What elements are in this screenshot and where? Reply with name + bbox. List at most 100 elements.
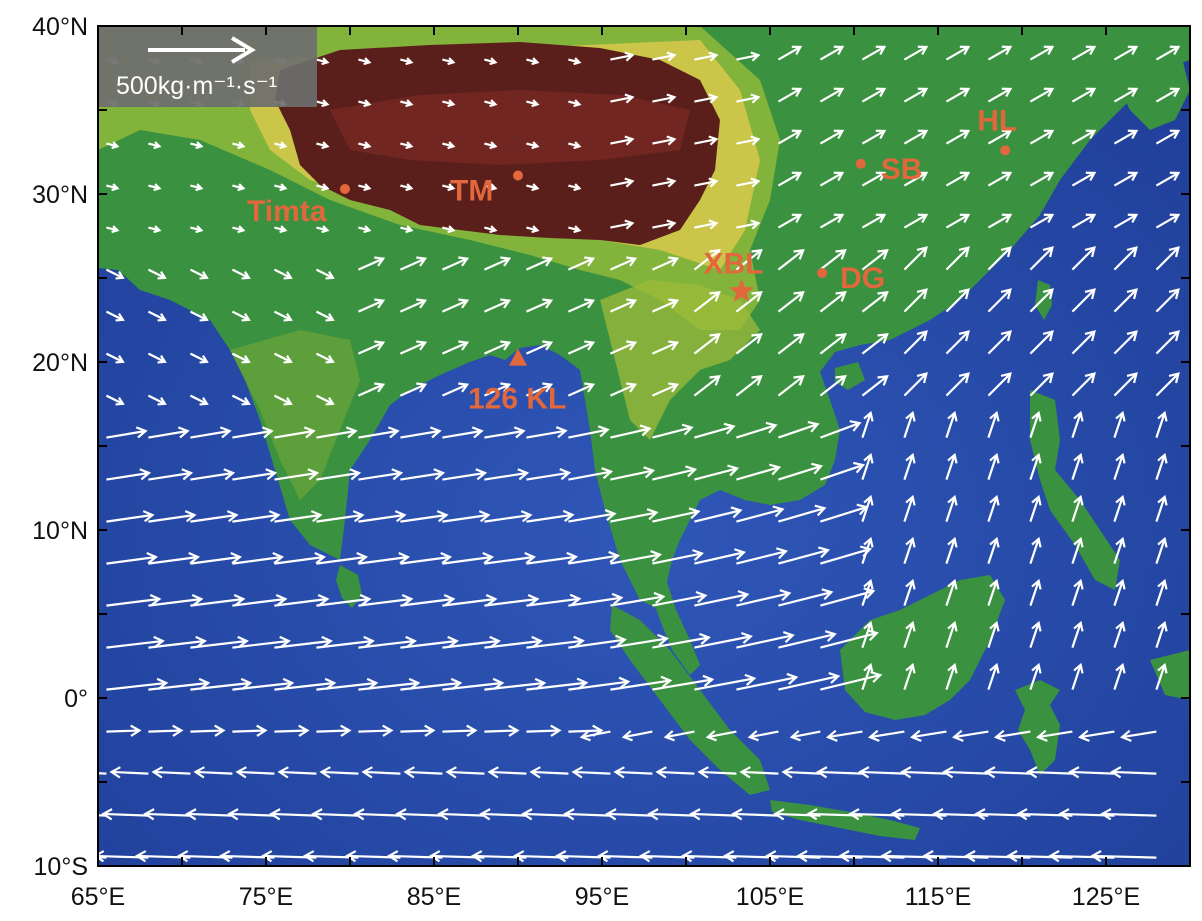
wind-vector-arrowhead-icon bbox=[1169, 87, 1181, 98]
lon-tick-label: 85°E bbox=[407, 883, 461, 911]
wind-vector-shaft bbox=[315, 310, 334, 321]
wind-vector-shaft bbox=[1155, 538, 1166, 564]
wind-vector-shaft bbox=[819, 291, 846, 313]
wind-vector-shaft bbox=[1113, 454, 1124, 480]
wind-vector-shaft bbox=[944, 770, 989, 775]
wind-vector-arrowhead-icon bbox=[1043, 45, 1055, 56]
wind-vector bbox=[903, 620, 916, 648]
wind-vector-arrowhead-icon bbox=[115, 397, 125, 406]
wind-vector-arrowhead-icon bbox=[101, 808, 113, 821]
wind-vector-shaft bbox=[610, 427, 650, 439]
wind-vector bbox=[525, 298, 554, 313]
wind-vector-shaft bbox=[861, 213, 885, 229]
wind-vector-arrowhead-icon bbox=[1001, 171, 1013, 182]
wind-vector-shaft bbox=[271, 812, 317, 817]
wind-vector bbox=[400, 552, 453, 565]
wind-vector-shaft bbox=[861, 454, 872, 480]
wind-vector bbox=[484, 57, 498, 66]
wind-vector bbox=[610, 633, 669, 649]
wind-vector-shaft bbox=[484, 471, 528, 481]
wind-vector-shaft bbox=[860, 770, 905, 775]
wind-vector-shaft bbox=[945, 412, 956, 438]
wind-vector bbox=[652, 465, 698, 481]
wind-vector-shaft bbox=[195, 770, 233, 775]
wind-vector-shaft bbox=[190, 555, 241, 565]
wind-vector-arrowhead-icon bbox=[223, 468, 236, 481]
wind-vector-arrowhead-icon bbox=[363, 99, 372, 108]
wind-vector-arrowhead-icon bbox=[1126, 372, 1138, 384]
wind-vector-arrowhead-icon bbox=[283, 397, 293, 406]
wind-vector-arrowhead-icon bbox=[877, 375, 889, 386]
wind-vector bbox=[232, 677, 295, 691]
wind-vector-arrowhead-icon bbox=[447, 183, 456, 192]
land-new-guinea-edge bbox=[1150, 650, 1190, 700]
wind-vector-shaft bbox=[741, 770, 779, 775]
wind-vector bbox=[689, 808, 737, 821]
wind-vector bbox=[987, 330, 1012, 355]
site-label: TM bbox=[450, 175, 493, 208]
wind-vector-arrowhead-icon bbox=[817, 546, 830, 559]
wind-vector-arrowhead-icon bbox=[989, 452, 1000, 464]
wind-vector-arrowhead-icon bbox=[870, 671, 883, 683]
wind-vector bbox=[987, 620, 1000, 648]
wind-vector-shaft bbox=[945, 288, 970, 313]
wind-vector-shaft bbox=[526, 639, 583, 649]
wind-vector-arrowhead-icon bbox=[828, 671, 841, 684]
wind-vector bbox=[694, 93, 719, 104]
lat-tick-label: 10°S bbox=[34, 853, 88, 881]
wind-vector-shaft bbox=[819, 129, 843, 145]
wind-vector bbox=[825, 729, 863, 742]
wind-vector-shaft bbox=[778, 465, 822, 481]
wind-vector-arrowhead-icon bbox=[366, 677, 379, 690]
land-malay-peninsula bbox=[650, 555, 700, 675]
wind-vector-arrowhead-icon bbox=[601, 467, 614, 480]
wind-vector-arrowhead-icon bbox=[875, 87, 887, 98]
wind-vector-arrowhead-icon bbox=[666, 219, 677, 230]
wind-vector-shaft bbox=[442, 513, 489, 523]
wind-vector-arrowhead-icon bbox=[663, 730, 675, 742]
wind-vector-shaft bbox=[903, 288, 928, 313]
wind-vector-shaft bbox=[945, 45, 969, 61]
wind-vector-arrowhead-icon bbox=[807, 421, 820, 433]
wind-vector-shaft bbox=[1113, 664, 1124, 690]
wind-vector bbox=[442, 552, 495, 565]
wind-vector-arrowhead-icon bbox=[344, 850, 357, 863]
wind-vector-shaft bbox=[190, 513, 237, 523]
wind-vector-shaft bbox=[526, 729, 560, 733]
wind-vector-shaft bbox=[987, 213, 1011, 229]
wind-vector-shaft bbox=[190, 471, 234, 481]
wind-vector bbox=[777, 87, 803, 103]
wind-vector-shaft bbox=[819, 333, 846, 355]
wind-vector bbox=[1029, 494, 1042, 522]
wind-vector bbox=[1029, 536, 1042, 564]
wind-vector-arrowhead-icon bbox=[917, 45, 929, 56]
wind-vector-shaft bbox=[568, 729, 602, 733]
lon-tick-label: 105°E bbox=[736, 883, 804, 911]
wind-vector-arrowhead-icon bbox=[1001, 129, 1013, 140]
wind-vector-arrowhead-icon bbox=[542, 382, 554, 393]
wind-vector-shaft bbox=[987, 580, 998, 606]
wind-vector bbox=[106, 183, 120, 192]
wind-vector-arrowhead-icon bbox=[806, 808, 818, 821]
wind-vector-arrowhead-icon bbox=[1042, 246, 1054, 258]
wind-vector-shaft bbox=[1029, 664, 1040, 690]
wind-vector-shaft bbox=[652, 54, 675, 61]
wind-vector bbox=[987, 246, 1012, 271]
wind-vector-arrowhead-icon bbox=[681, 423, 694, 436]
wind-vector bbox=[269, 808, 317, 821]
wind-vector-shaft bbox=[861, 171, 885, 187]
wind-vector bbox=[568, 550, 621, 565]
wind-vector-shaft bbox=[568, 554, 619, 565]
wind-vector-field bbox=[98, 45, 1181, 863]
wind-vector bbox=[651, 256, 680, 271]
wind-vector bbox=[193, 766, 233, 779]
wind-vector-shaft bbox=[736, 54, 759, 61]
wind-vector-arrowhead-icon bbox=[825, 729, 838, 742]
wind-vector-shaft bbox=[652, 468, 696, 481]
wind-vector-arrowhead-icon bbox=[157, 271, 167, 280]
wind-vector bbox=[148, 593, 204, 607]
wind-vector-arrowhead-icon bbox=[416, 340, 428, 351]
wind-vector-arrowhead-icon bbox=[508, 724, 520, 737]
wind-vector bbox=[861, 662, 874, 690]
wind-vector-arrowhead-icon bbox=[353, 808, 365, 821]
